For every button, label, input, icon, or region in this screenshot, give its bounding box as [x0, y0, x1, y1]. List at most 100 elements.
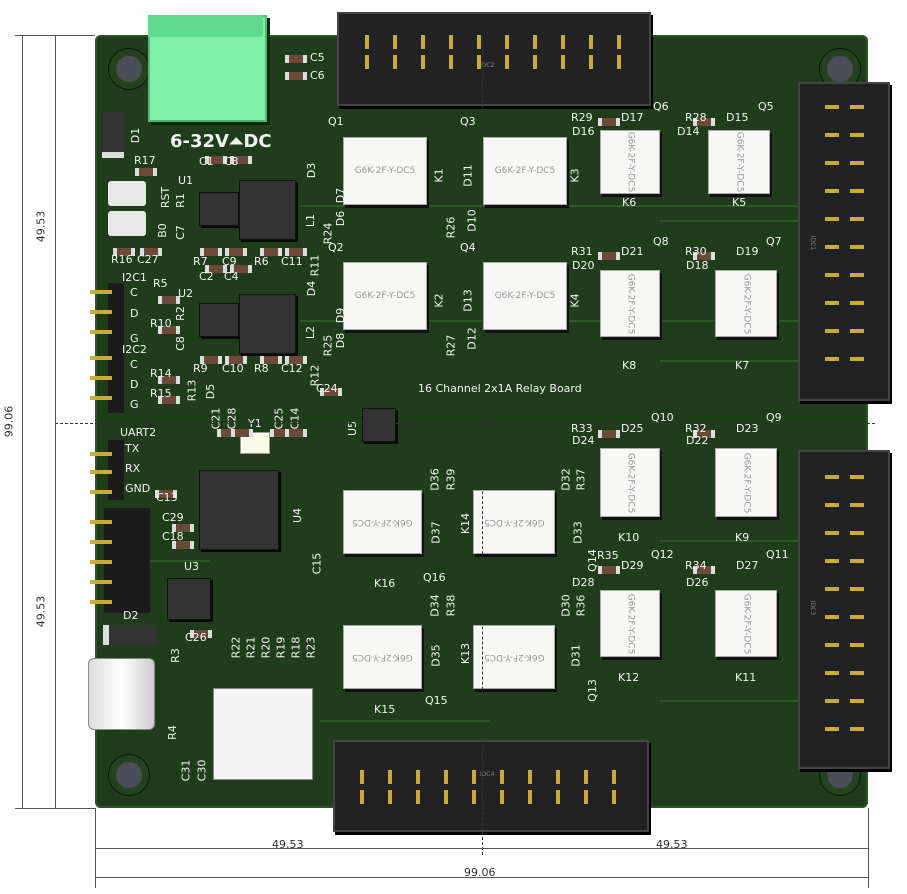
connector-pin	[589, 55, 593, 69]
idc-connector-bottom[interactable]	[333, 740, 649, 832]
button-b0[interactable]	[108, 211, 146, 236]
relay-k3: G6K-2F-Y-DC5	[483, 137, 567, 205]
dimension-left-upper: 49.53	[34, 210, 48, 243]
connector-pin	[589, 35, 593, 49]
copper-trace	[130, 560, 210, 562]
usb-c-connector[interactable]	[88, 658, 155, 730]
idc-connector-top[interactable]	[337, 12, 651, 106]
silkscreen-ref-label: GND	[125, 482, 151, 495]
relay-k7: G6K-2F-Y-DC5	[715, 270, 777, 337]
silkscreen-ref-label: R13	[185, 379, 199, 402]
silkscreen-ref-label: Q16	[423, 571, 446, 584]
silkscreen-ref-label: C18	[162, 530, 184, 543]
silkscreen-ref-label: R5	[153, 277, 168, 290]
header-i2c[interactable]	[108, 283, 124, 413]
silkscreen-ref-label: R31	[571, 245, 593, 258]
relay-k13: G6K-2F-Y-DC5	[473, 625, 555, 689]
mounting-hole	[109, 755, 149, 795]
silkscreen-ref-label: R14	[150, 367, 172, 380]
silkscreen-ref-label: G	[130, 332, 139, 345]
inductor-l1	[239, 180, 296, 240]
idc-connector-right-bottom[interactable]	[798, 450, 890, 769]
silkscreen-ref-label: D33	[571, 521, 585, 544]
silkscreen-ref-label: R29	[571, 111, 593, 124]
chip-u5	[362, 408, 396, 442]
silkscreen-ref-label: D18	[686, 259, 709, 272]
connector-pin	[444, 790, 448, 804]
relay-ref-label: K10	[618, 531, 640, 544]
connector-pin	[500, 770, 504, 784]
silkscreen-ref-label: D2	[123, 609, 139, 622]
header-uart2[interactable]	[108, 440, 124, 500]
relay-part-number: G6K-2F-Y-DC5	[625, 131, 636, 193]
button-rst[interactable]	[108, 181, 146, 206]
dimension-bottom-left: 49.53	[272, 838, 304, 851]
connector-pin	[850, 357, 864, 361]
connector-pin	[825, 357, 839, 361]
header-pin	[90, 290, 112, 294]
connector-pin	[850, 503, 864, 507]
idc-label-top: IDC2	[480, 62, 495, 69]
silkscreen-ref-label: D30	[559, 594, 573, 617]
relay-part-number: G6K-2F-Y-DC5	[625, 273, 636, 334]
connector-pin	[850, 329, 864, 333]
connector-pin	[533, 55, 537, 69]
connector-pin	[556, 790, 560, 804]
silkscreen-ref-label: C6	[310, 69, 325, 82]
silkscreen-ref-label: C27	[137, 253, 159, 266]
center-guide-horizontal	[55, 423, 875, 424]
smd-component	[693, 118, 715, 126]
smd-component	[158, 376, 180, 384]
copper-trace	[660, 700, 800, 702]
connector-pin	[850, 727, 864, 731]
connector-pin	[421, 35, 425, 49]
silkscreen-ref-label: L1	[304, 213, 318, 228]
silkscreen-ref-label: R3	[168, 648, 182, 663]
silkscreen-ref-label: Q1	[328, 115, 344, 128]
silkscreen-ref-label: B0	[155, 223, 169, 238]
relay-ref-label: K3	[568, 168, 582, 183]
sd-card-slot[interactable]	[213, 688, 313, 780]
connector-pin	[528, 790, 532, 804]
connector-pin	[421, 55, 425, 69]
smd-component	[140, 248, 162, 256]
crystal-y1	[240, 432, 270, 454]
connector-pin	[825, 105, 839, 109]
connector-pin	[825, 643, 839, 647]
regulator-chip-u1	[199, 192, 239, 226]
connector-pin	[561, 35, 565, 49]
silkscreen-ref-label: R17	[134, 154, 156, 167]
header-pin	[90, 580, 112, 584]
header-pin	[90, 470, 112, 474]
connector-pin	[825, 559, 839, 563]
relay-ref-label: K6	[622, 196, 637, 209]
silkscreen-ref-label: D19	[736, 245, 759, 258]
dimension-line	[15, 35, 95, 36]
connector-pin	[416, 770, 420, 784]
connector-pin	[388, 770, 392, 784]
silkscreen-ref-label: Q3	[460, 115, 476, 128]
silkscreen-ref-label: R27	[444, 334, 458, 357]
silkscreen-ref-label: D12	[465, 327, 479, 350]
mounting-hole	[109, 49, 149, 89]
relay-part-number: G6K-2F-Y-DC5	[625, 452, 636, 513]
smd-component	[285, 248, 307, 256]
smd-component	[190, 630, 212, 638]
header-pin	[90, 490, 112, 494]
silkscreen-ref-label: D14	[677, 125, 700, 138]
silkscreen-ref-label: D	[130, 378, 139, 391]
silkscreen-ref-label: R38	[444, 594, 458, 617]
connector-pin	[850, 161, 864, 165]
relay-k5: G6K-2F-Y-DC5	[708, 130, 770, 194]
idc-connector-right-top[interactable]	[798, 82, 890, 401]
silkscreen-ref-label: D6	[334, 210, 348, 227]
smd-component	[230, 265, 252, 273]
dimension-line	[868, 808, 869, 888]
silkscreen-ref-label: TX	[125, 442, 140, 455]
connector-pin	[850, 531, 864, 535]
silkscreen-ref-label: D34	[428, 594, 442, 617]
relay-k4: G6K-2F-Y-DC5	[483, 262, 567, 330]
connector-pin	[825, 161, 839, 165]
silkscreen-ref-label: C8	[173, 336, 187, 351]
